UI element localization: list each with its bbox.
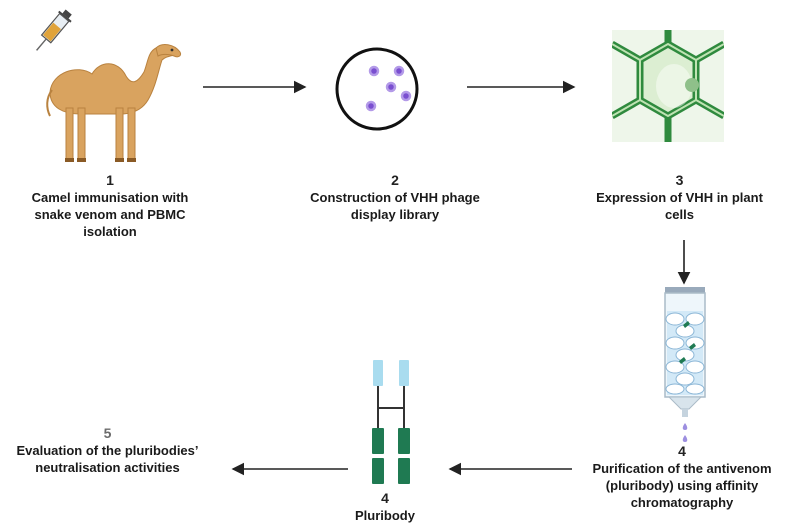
step-2-line2: display library xyxy=(350,207,440,222)
step-1-line1: Camel immunisation with xyxy=(31,190,189,205)
step-5-line1: Evaluation of the pluribodies’ xyxy=(16,443,199,458)
step-1-label: 1 Camel immunisation with snake venom an… xyxy=(0,172,220,240)
step-1-line3: isolation xyxy=(83,224,137,239)
step-1-number: 1 xyxy=(106,172,114,188)
petri-dish-icon xyxy=(335,47,419,131)
step-5-line2: neutralisation activities xyxy=(35,460,180,475)
step-4-purification-line2: (pluribody) using affinity xyxy=(605,478,759,493)
step-4-pluribody-number: 4 xyxy=(381,490,389,506)
step-3-label: 3 Expression of VHH in plant cells xyxy=(570,172,789,223)
syringe-icon xyxy=(36,9,72,51)
step-4-purification-label: 4 Purification of the antivenom (pluribo… xyxy=(575,443,789,511)
step-1-line2: snake venom and PBMC xyxy=(34,207,186,222)
antibody-icon xyxy=(372,360,410,484)
step-3-line1: Expression of VHH in plant xyxy=(596,190,763,205)
camel-icon xyxy=(46,44,181,162)
step-4-purification-number: 4 xyxy=(678,443,686,459)
step-5-label: 5 Evaluation of the pluribodies’ neutral… xyxy=(0,425,215,476)
step-2-number: 2 xyxy=(391,172,399,188)
step-3-number: 3 xyxy=(675,172,684,188)
chromatography-column-icon xyxy=(664,287,706,442)
step-4-pluribody-label: 4 Pluribody xyxy=(330,490,440,524)
step-3-line2: cells xyxy=(665,207,694,222)
plant-cell-icon xyxy=(612,30,724,142)
step-2-line1: Construction of VHH phage xyxy=(310,190,480,205)
step-4-purification-line1: Purification of the antivenom xyxy=(592,461,772,476)
step-4-purification-line3: chromatography xyxy=(630,495,734,510)
step-2-label: 2 Construction of VHH phage display libr… xyxy=(280,172,510,223)
step-4-pluribody-line1: Pluribody xyxy=(355,508,415,523)
step-5-number: 5 xyxy=(103,425,112,441)
